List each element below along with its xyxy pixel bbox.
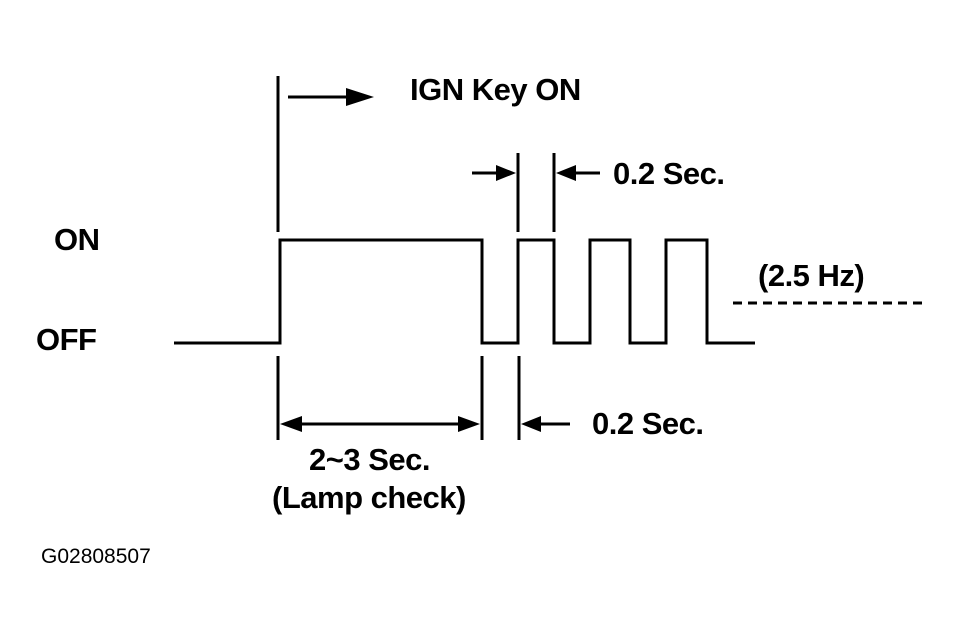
top-dim-left-arrowhead	[496, 165, 516, 181]
lamp-check-dim-right-arrowhead	[458, 416, 480, 432]
bottom-interval-label: 0.2 Sec.	[592, 406, 704, 441]
on-level-label: ON	[54, 222, 100, 257]
lamp-signal-waveform	[174, 238, 755, 345]
top-dim-right-arrowhead	[556, 165, 576, 181]
ign-key-on-label: IGN Key ON	[410, 72, 581, 107]
figure-code: G02808507	[41, 545, 151, 568]
frequency-label: (2.5 Hz)	[758, 258, 865, 293]
ign-arrow-head	[346, 88, 374, 106]
lamp-check-duration-label: 2~3 Sec.	[309, 442, 430, 477]
lamp-check-label: (Lamp check)	[272, 480, 466, 515]
top-interval-label: 0.2 Sec.	[613, 156, 725, 191]
off-width-dim-arrowhead	[521, 416, 541, 432]
off-level-label: OFF	[36, 322, 97, 357]
lamp-check-dim-left-arrowhead	[280, 416, 302, 432]
